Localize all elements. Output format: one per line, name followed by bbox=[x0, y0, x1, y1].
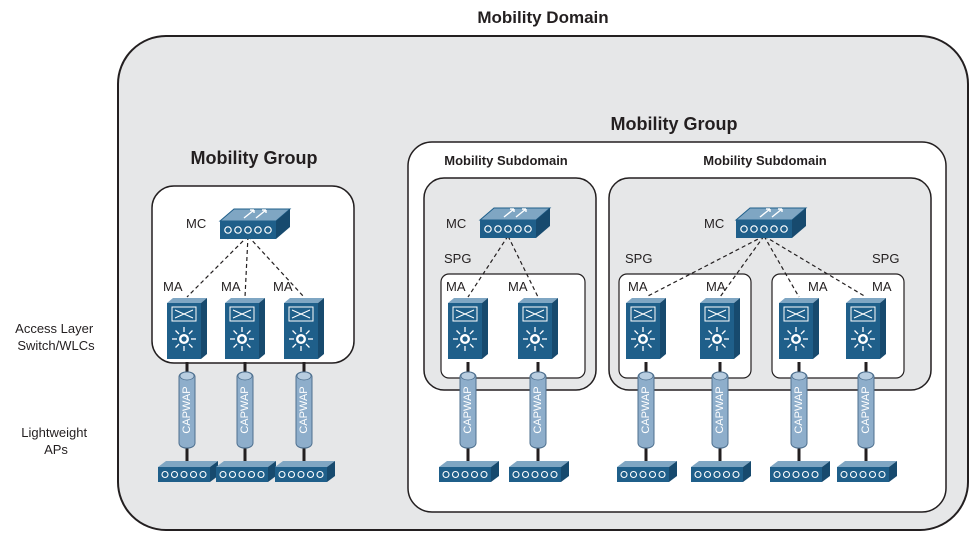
controller-icon bbox=[218, 208, 292, 239]
ma-label: MA bbox=[273, 279, 293, 294]
access-point-icon bbox=[158, 461, 218, 482]
switch-icon bbox=[448, 298, 488, 359]
capwap-label: CAPWAP bbox=[640, 386, 652, 433]
access-point-icon bbox=[439, 461, 499, 482]
capwap-tunnel-icon: CAPWAP bbox=[236, 362, 254, 462]
mc-label-sub1: MC bbox=[446, 216, 466, 231]
capwap-tunnel-icon: CAPWAP bbox=[857, 362, 875, 462]
ma-label: MA bbox=[628, 279, 648, 294]
access-layer-line2: Switch/WLCs bbox=[17, 338, 95, 353]
ma-label: MA bbox=[808, 279, 828, 294]
subdomain-right-title: Mobility Subdomain bbox=[703, 153, 827, 168]
access-point-icon bbox=[691, 461, 751, 482]
ma-label: MA bbox=[872, 279, 892, 294]
mobility-link bbox=[467, 235, 509, 298]
ma-label: MA bbox=[221, 279, 241, 294]
capwap-tunnel-icon: CAPWAP bbox=[295, 362, 313, 462]
spg-label-2: SPG bbox=[625, 251, 652, 266]
switch-icon bbox=[846, 298, 886, 359]
access-point-icon bbox=[837, 461, 897, 482]
mc-label-left: MC bbox=[186, 216, 206, 231]
controller-icon bbox=[734, 207, 808, 238]
aps-label: Lightweight APs bbox=[21, 425, 90, 457]
ma-label: MA bbox=[706, 279, 726, 294]
capwap-tunnel-icon: CAPWAP bbox=[711, 362, 729, 462]
capwap-tunnel-icon: CAPWAP bbox=[178, 362, 196, 462]
access-point-icon bbox=[216, 461, 276, 482]
switch-icon bbox=[518, 298, 558, 359]
access-point-icon bbox=[617, 461, 677, 482]
subdomain-left-title: Mobility Subdomain bbox=[444, 153, 568, 168]
left-group-title: Mobility Group bbox=[191, 148, 318, 168]
switch-icon bbox=[626, 298, 666, 359]
capwap-tunnel-icon: CAPWAP bbox=[637, 362, 655, 462]
capwap-label: CAPWAP bbox=[181, 386, 193, 433]
mobility-link bbox=[186, 235, 249, 298]
switch-icon bbox=[167, 298, 207, 359]
spg-label-1: SPG bbox=[444, 251, 471, 266]
capwap-tunnel-icon: CAPWAP bbox=[459, 362, 477, 462]
capwap-label: CAPWAP bbox=[239, 386, 251, 433]
switch-icon bbox=[779, 298, 819, 359]
spg-label-3: SPG bbox=[872, 251, 899, 266]
access-layer-label: Access Layer Switch/WLCs bbox=[15, 321, 97, 353]
capwap-label: CAPWAP bbox=[793, 386, 805, 433]
mobility-link bbox=[645, 235, 765, 298]
devices bbox=[158, 207, 897, 482]
right-group-title: Mobility Group bbox=[611, 114, 738, 134]
capwap-label: CAPWAP bbox=[462, 386, 474, 433]
switch-icon bbox=[700, 298, 740, 359]
mobility-link bbox=[507, 235, 539, 298]
capwap-tunnel-icon: CAPWAP bbox=[790, 362, 808, 462]
switch-icon bbox=[284, 298, 324, 359]
aps-line1: Lightweight bbox=[21, 425, 87, 440]
access-point-icon bbox=[275, 461, 335, 482]
ma-label: MA bbox=[163, 279, 183, 294]
dashed-links bbox=[186, 235, 867, 298]
mobility-link bbox=[763, 235, 867, 298]
mobility-link bbox=[244, 235, 249, 298]
mc-label-sub2: MC bbox=[704, 216, 724, 231]
ma-label: MA bbox=[508, 279, 528, 294]
capwap-tunnels: CAPWAP CAPWAP CAPWAP CAPWAP CAPWAP CAPWAP CAPW… bbox=[178, 362, 875, 462]
switch-icon bbox=[225, 298, 265, 359]
access-point-icon bbox=[770, 461, 830, 482]
ma-label: MA bbox=[446, 279, 466, 294]
domain-title: Mobility Domain bbox=[477, 8, 608, 27]
access-point-icon bbox=[509, 461, 569, 482]
capwap-label: CAPWAP bbox=[860, 386, 872, 433]
capwap-label: CAPWAP bbox=[714, 386, 726, 433]
capwap-label: CAPWAP bbox=[532, 386, 544, 433]
aps-line2: APs bbox=[44, 442, 68, 457]
access-layer-line1: Access Layer bbox=[15, 321, 94, 336]
controller-icon bbox=[478, 207, 552, 238]
capwap-tunnel-icon: CAPWAP bbox=[529, 362, 547, 462]
mobility-link bbox=[763, 235, 800, 298]
mobility-link bbox=[719, 235, 765, 298]
capwap-label: CAPWAP bbox=[298, 386, 310, 433]
